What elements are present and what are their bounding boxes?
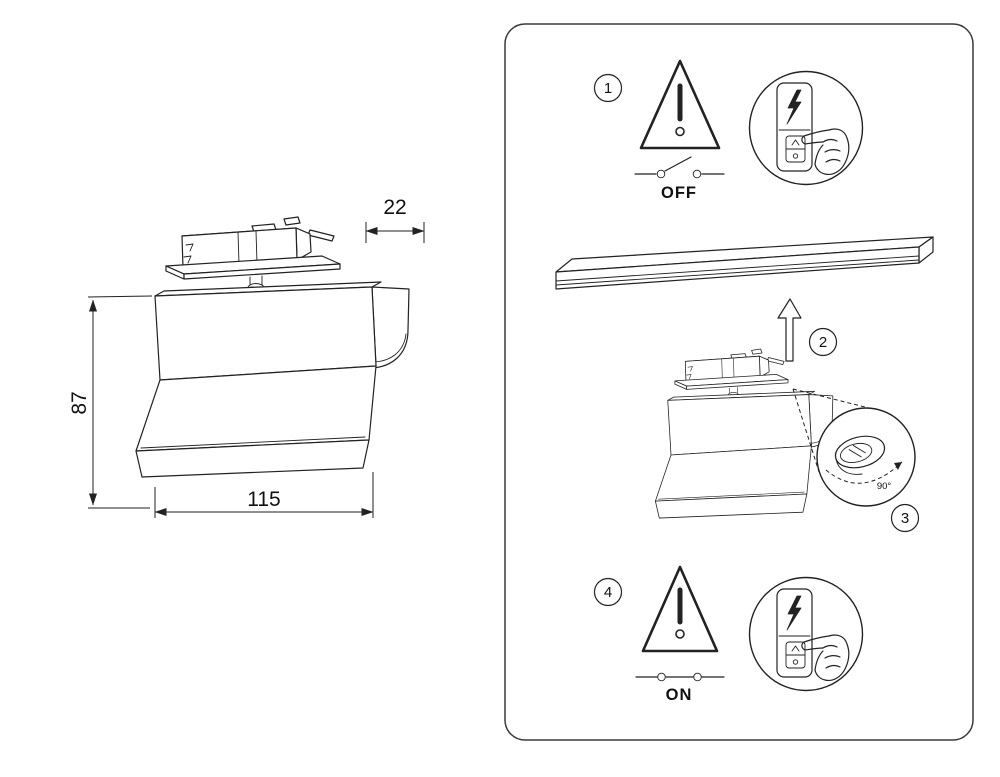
step-4: 4 ON xyxy=(593,565,864,704)
dimension-width: 115 xyxy=(154,472,374,518)
dimension-depth: 22 xyxy=(365,196,425,243)
track-adapter xyxy=(165,216,341,293)
rotation-arc xyxy=(825,461,903,484)
switch-open-symbol xyxy=(634,156,725,179)
step-2-number: 2 xyxy=(819,334,827,351)
body-front-face xyxy=(154,286,377,381)
hand-pressing-switch-icon xyxy=(776,82,850,176)
dimension-height-value: 87 xyxy=(68,391,91,414)
step-1: 1 OFF xyxy=(593,59,864,202)
step-3: 90° 3 xyxy=(816,407,920,533)
mounting-plate-front xyxy=(183,263,341,280)
fixture-drawing xyxy=(135,216,410,478)
exclamation-dot xyxy=(675,629,685,639)
switch-closed-symbol xyxy=(635,672,725,682)
hand-icon xyxy=(801,128,850,176)
rotation-angle-label: 90° xyxy=(877,481,892,492)
head-front-edge xyxy=(135,439,370,478)
adapter-lever xyxy=(307,229,335,242)
step-2-badge xyxy=(808,327,838,357)
step-3-number: 3 xyxy=(901,510,909,527)
extension-lines xyxy=(87,295,153,509)
dimension-depth-value: 22 xyxy=(383,196,406,219)
dimension-width-value: 115 xyxy=(247,488,280,511)
extension-lines xyxy=(365,222,425,243)
rail-slot xyxy=(555,255,920,286)
insert-up-arrow-icon xyxy=(777,298,802,362)
step-1-badge xyxy=(593,73,623,103)
step-2: 2 xyxy=(555,236,934,519)
exclamation-dot xyxy=(675,126,685,137)
callout-lines xyxy=(792,388,878,473)
rotation-arrowhead xyxy=(894,462,902,470)
dimension-height: 87 xyxy=(68,295,153,509)
track-rail xyxy=(555,236,934,290)
led-head xyxy=(135,365,377,478)
power-on-label: ON xyxy=(666,686,693,704)
adapter-tab xyxy=(283,216,301,226)
adapter-hook xyxy=(185,243,194,252)
rotation-knob xyxy=(834,435,886,469)
power-off-label: OFF xyxy=(661,184,697,202)
lightning-bolt-icon xyxy=(786,89,802,125)
step-3-badge xyxy=(890,503,920,533)
step-4-badge xyxy=(593,577,623,607)
adapter-hook xyxy=(183,255,192,264)
step-1-number: 1 xyxy=(604,80,612,97)
driver-body xyxy=(154,281,410,381)
step-4-number: 4 xyxy=(604,584,612,601)
